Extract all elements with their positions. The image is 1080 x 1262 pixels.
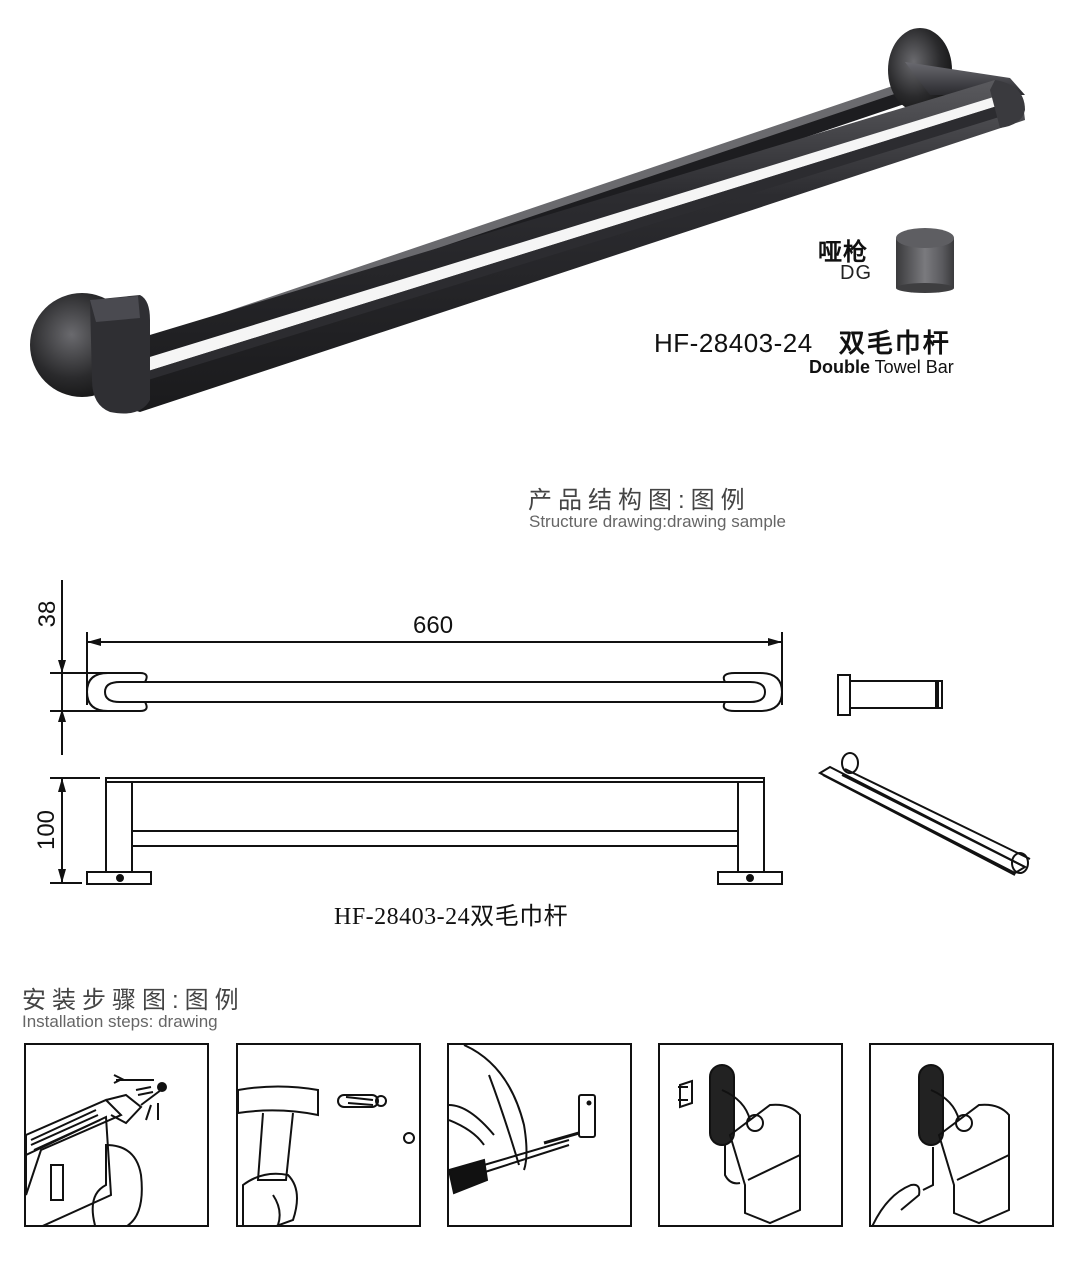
product-photo bbox=[0, 0, 1080, 440]
structure-heading-cn: 产品结构图:图例 bbox=[528, 487, 751, 514]
install-step-3 bbox=[447, 1043, 632, 1227]
structure-heading-en: Structure drawing:drawing sample bbox=[529, 512, 787, 531]
structure-drawing bbox=[50, 580, 1031, 885]
model-name-en-rest: Towel Bar bbox=[870, 357, 954, 377]
dimension-height-label: 100 bbox=[33, 809, 60, 851]
installation-heading-cn: 安装步骤图:图例 bbox=[22, 987, 245, 1014]
hex-key-icon bbox=[871, 1064, 1010, 1225]
installation-heading-en: Installation steps: drawing bbox=[22, 1012, 218, 1031]
mount-bracket-icon bbox=[678, 1064, 801, 1225]
model-title: HF-28403-24 双毛巾杆 bbox=[654, 323, 951, 360]
model-name-cn: 双毛巾杆 bbox=[838, 328, 951, 358]
hammer-anchor-icon bbox=[238, 1085, 415, 1225]
finish-swatch-icon bbox=[896, 228, 954, 293]
install-step-5 bbox=[869, 1043, 1054, 1227]
model-number: HF-28403-24 bbox=[654, 328, 813, 358]
install-step-4 bbox=[658, 1043, 843, 1227]
finish-label-cn: 哑枪 bbox=[818, 239, 868, 266]
install-step-1 bbox=[24, 1043, 209, 1227]
screwdriver-icon bbox=[449, 1045, 596, 1195]
finish-code: DG bbox=[840, 262, 872, 284]
drill-icon bbox=[26, 1074, 167, 1225]
drawing-caption: HF-28403-24双毛巾杆 bbox=[334, 904, 569, 930]
dimension-length-label: 660 bbox=[413, 612, 454, 639]
towel-bar-render-icon bbox=[30, 28, 1025, 414]
install-step-2 bbox=[236, 1043, 421, 1227]
dimension-depth-label: 38 bbox=[34, 600, 61, 628]
model-name-en: Double Towel Bar bbox=[809, 357, 954, 378]
model-name-en-bold: Double bbox=[809, 357, 870, 377]
